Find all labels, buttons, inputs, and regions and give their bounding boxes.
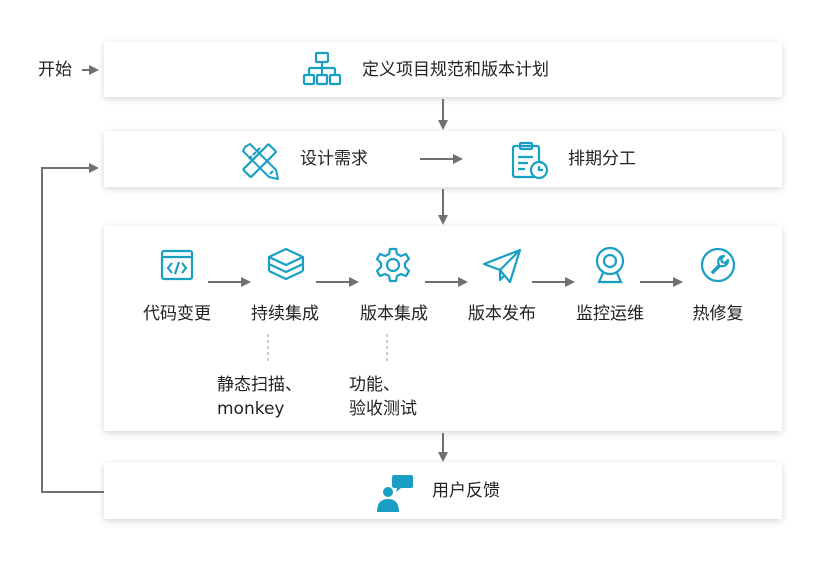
step-label-monitoring: 监控运维 xyxy=(576,304,644,324)
step-label-code-change: 代码变更 xyxy=(143,304,211,324)
step-label-hotfix: 热修复 xyxy=(692,304,744,324)
feedback-panel xyxy=(104,463,782,519)
start-label: 开始 xyxy=(38,60,72,80)
feedback-label: 用户反馈 xyxy=(432,481,500,501)
design-label: 设计需求 xyxy=(300,149,368,169)
step-label-release: 版本发布 xyxy=(468,304,536,324)
schedule-label: 排期分工 xyxy=(568,149,636,169)
user-feedback-icon xyxy=(377,475,413,512)
integration-note: 功能、 验收测试 xyxy=(349,373,417,421)
top-step-label: 定义项目规范和版本计划 xyxy=(362,60,549,80)
schedule-clipboard-icon xyxy=(511,141,549,180)
org-chart-icon xyxy=(302,51,342,86)
paper-plane-icon xyxy=(482,248,522,284)
gear-icon xyxy=(375,247,411,283)
webcam-icon xyxy=(595,246,625,284)
ci-note-line-2: monkey xyxy=(217,399,285,419)
ci-note: 静态扫描、 monkey xyxy=(217,373,302,421)
step-label-ci: 持续集成 xyxy=(251,304,319,324)
ci-note-line-1: 静态扫描、 xyxy=(217,375,302,395)
wrench-icon xyxy=(700,247,736,283)
layers-stack-icon xyxy=(267,247,305,281)
pipeline-panel xyxy=(104,226,782,431)
integration-note-line-2: 验收测试 xyxy=(349,399,417,419)
pencil-ruler-icon xyxy=(242,143,279,180)
integration-note-line-1: 功能、 xyxy=(349,375,400,395)
top-step-panel xyxy=(104,42,782,97)
step-label-integration: 版本集成 xyxy=(360,304,428,324)
code-window-icon xyxy=(160,249,194,281)
feedback-loop-arrow xyxy=(41,163,104,493)
